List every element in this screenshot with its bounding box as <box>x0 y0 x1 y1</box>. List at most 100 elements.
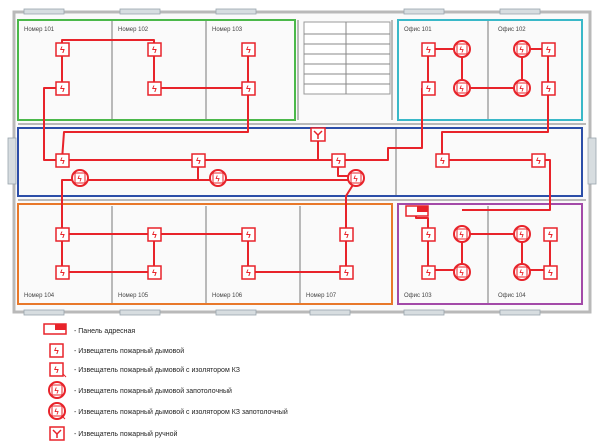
svg-text:ϟ: ϟ <box>60 45 65 55</box>
legend-label: - Извещатель пожарный дымовой <box>74 347 184 355</box>
svg-text:ϟ: ϟ <box>55 387 60 396</box>
smoke-detector-icon: ϟ <box>147 265 162 280</box>
smoke-detector-icon: ϟ <box>241 81 256 96</box>
ceiling-smoke-detector-icon: ϟ <box>71 169 89 187</box>
smoke-detector-icon: ϟ <box>543 227 558 242</box>
smoke-detector-icon: ϟ <box>421 265 436 280</box>
svg-text:ϟ: ϟ <box>54 365 59 375</box>
svg-text:ϟ: ϟ <box>460 85 465 94</box>
smoke-detector-icon: ϟ <box>421 81 436 96</box>
smoke-detector-icon: ϟ <box>531 153 546 168</box>
detectors: ϟ ϟ ϟ ϟ ϟ ϟ ϟ ϟ <box>55 40 558 281</box>
svg-text:ϟ: ϟ <box>354 175 359 184</box>
room-label-bottom-6: Офис 104 <box>498 293 526 299</box>
svg-text:ϟ: ϟ <box>426 84 431 94</box>
smoke-detector-icon: ϟ <box>339 227 354 242</box>
room-labels: Номер 101 Номер 102 Номер 103 Офис 101 О… <box>24 27 526 299</box>
smoke-detector-isolator-icon: ϟ <box>49 362 67 378</box>
manual-call-point-icon <box>49 426 65 441</box>
svg-text:ϟ: ϟ <box>152 268 157 278</box>
svg-text:ϟ: ϟ <box>60 156 65 166</box>
svg-text:ϟ: ϟ <box>426 230 431 240</box>
room-label-bottom-2: Номер 105 <box>118 293 149 299</box>
svg-text:ϟ: ϟ <box>548 230 553 240</box>
svg-text:ϟ: ϟ <box>54 346 59 356</box>
smoke-detector-icon: ϟ <box>147 42 162 57</box>
ceiling-smoke-detector-icon: ϟ <box>453 225 471 243</box>
ceiling-smoke-detector-icon: ϟ <box>209 169 227 187</box>
zone-purple <box>397 203 583 305</box>
svg-text:ϟ: ϟ <box>426 45 431 55</box>
svg-text:ϟ: ϟ <box>246 230 251 240</box>
svg-text:ϟ: ϟ <box>196 156 201 166</box>
svg-text:ϟ: ϟ <box>246 268 251 278</box>
svg-text:ϟ: ϟ <box>520 46 525 55</box>
smoke-detector-icon: ϟ <box>241 265 256 280</box>
room-label-top-3: Номер 103 <box>212 27 243 33</box>
building-walls <box>12 10 592 314</box>
svg-text:ϟ: ϟ <box>460 46 465 55</box>
legend-label: - Извещатель пожарный ручной <box>74 430 178 438</box>
room-label-top-4: Офис 101 <box>404 27 432 33</box>
smoke-detector-icon: ϟ <box>191 153 206 168</box>
ceiling-smoke-detector-icon: ϟ <box>453 263 471 281</box>
smoke-detector-icon: ϟ <box>55 81 70 96</box>
svg-text:ϟ: ϟ <box>546 84 551 94</box>
fire-zones <box>17 19 583 305</box>
svg-text:ϟ: ϟ <box>520 269 525 278</box>
zone-orange <box>17 203 393 305</box>
smoke-detector-icon: ϟ <box>55 42 70 57</box>
svg-text:ϟ: ϟ <box>546 45 551 55</box>
smoke-detector-icon: ϟ <box>55 265 70 280</box>
smoke-detector-icon: ϟ <box>147 81 162 96</box>
ceiling-smoke-detector-icon: ϟ <box>48 381 66 399</box>
smoke-detector-icon: ϟ <box>421 227 436 242</box>
svg-text:ϟ: ϟ <box>520 85 525 94</box>
svg-text:ϟ: ϟ <box>152 45 157 55</box>
manual-call-point-icon <box>310 127 326 142</box>
svg-text:ϟ: ϟ <box>246 84 251 94</box>
svg-text:ϟ: ϟ <box>440 156 445 166</box>
svg-text:ϟ: ϟ <box>344 230 349 240</box>
room-label-top-5: Офис 102 <box>498 27 526 33</box>
room-label-bottom-5: Офис 103 <box>404 293 432 299</box>
zone-cyan <box>397 19 583 121</box>
smoke-detector-icon: ϟ <box>541 42 556 57</box>
zone-blue <box>17 127 583 197</box>
room-label-bottom-3: Номер 106 <box>212 293 243 299</box>
ceiling-smoke-detector-icon: ϟ <box>453 79 471 97</box>
ceiling-smoke-detector-icon: ϟ <box>513 263 531 281</box>
room-label-top-1: Номер 101 <box>24 27 55 33</box>
smoke-detector-icon: ϟ <box>339 265 354 280</box>
room-label-top-2: Номер 102 <box>118 27 149 33</box>
svg-text:ϟ: ϟ <box>55 408 60 417</box>
svg-text:ϟ: ϟ <box>336 156 341 166</box>
svg-text:ϟ: ϟ <box>78 175 83 184</box>
ceiling-smoke-detector-icon: ϟ <box>347 169 365 187</box>
svg-text:ϟ: ϟ <box>460 269 465 278</box>
windows <box>7 8 597 316</box>
svg-text:ϟ: ϟ <box>60 268 65 278</box>
smoke-detector-icon: ϟ <box>435 153 450 168</box>
svg-text:ϟ: ϟ <box>460 231 465 240</box>
svg-text:ϟ: ϟ <box>344 268 349 278</box>
legend-label: - Извещатель пожарный дымовой с изолятор… <box>74 408 288 416</box>
legend-label: - Панель адресная <box>74 328 135 335</box>
svg-text:ϟ: ϟ <box>60 84 65 94</box>
panel-icon <box>405 205 429 217</box>
smoke-detector-icon: ϟ <box>241 227 256 242</box>
svg-text:ϟ: ϟ <box>536 156 541 166</box>
svg-text:ϟ: ϟ <box>246 45 251 55</box>
smoke-detector-icon: ϟ <box>55 227 70 242</box>
ceiling-smoke-detector-icon: ϟ <box>453 40 471 58</box>
smoke-detector-icon: ϟ <box>541 81 556 96</box>
ceiling-smoke-detector-icon: ϟ <box>513 79 531 97</box>
smoke-detector-icon: ϟ <box>147 227 162 242</box>
legend: - Панель адресная ϟ - Извещатель пожарны… <box>43 323 288 441</box>
ceiling-smoke-detector-icon: ϟ <box>513 225 531 243</box>
smoke-detector-icon: ϟ <box>543 265 558 280</box>
svg-text:ϟ: ϟ <box>152 230 157 240</box>
stair-block <box>303 21 391 95</box>
room-label-bottom-4: Номер 107 <box>306 293 337 299</box>
